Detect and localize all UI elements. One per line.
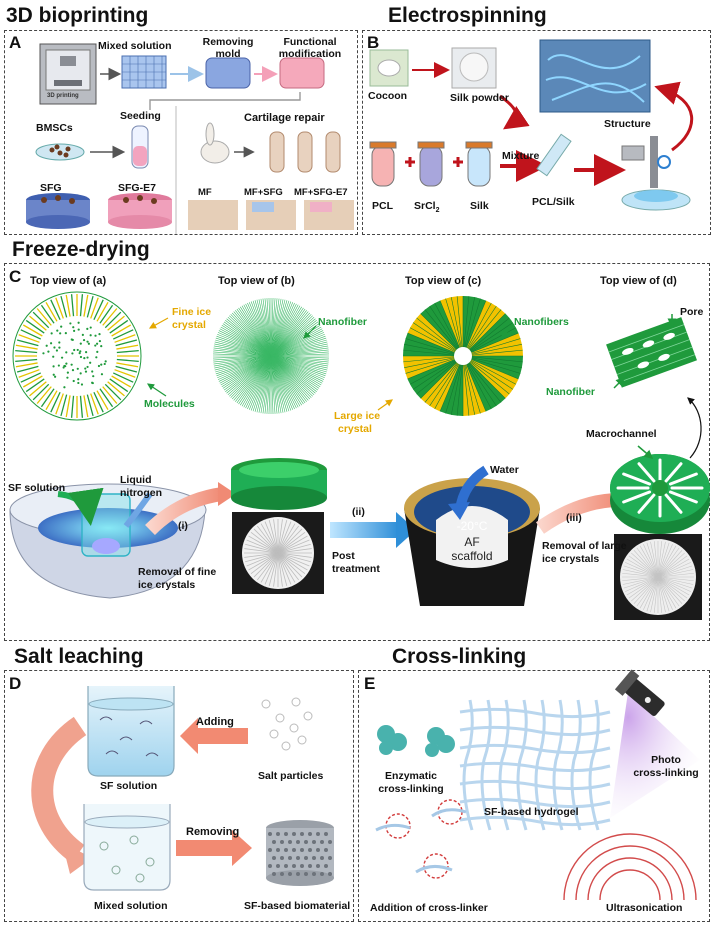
label-srcl2-sub: 2 bbox=[436, 207, 440, 214]
label-treatment: treatment bbox=[332, 563, 380, 575]
label-step-i: (i) bbox=[178, 520, 188, 532]
label-mf-sfg-e7: MF+SFG-E7 bbox=[294, 187, 348, 199]
label-srcl2-base: SrCl bbox=[414, 200, 436, 212]
panel-letter-a: A bbox=[9, 34, 21, 52]
label-water: Water bbox=[490, 464, 519, 476]
label-temperature: -20°C bbox=[438, 520, 506, 532]
label-srcl2: SrCl2 bbox=[414, 200, 440, 217]
panel-d-art bbox=[42, 686, 334, 890]
printer-label: 3D printing bbox=[47, 90, 79, 102]
panel-letter-e: E bbox=[364, 675, 375, 693]
label-pcl-silk: PCL/Silk bbox=[532, 196, 575, 208]
label-addition-cross-linker: Addition of cross-linker bbox=[370, 902, 488, 914]
label-mixed-solution-d: Mixed solution bbox=[94, 900, 168, 912]
label-cocoon: Cocoon bbox=[368, 90, 407, 102]
label-cartilage-repair: Cartilage repair bbox=[244, 112, 325, 124]
label-top-view-c: Top view of (c) bbox=[405, 275, 481, 287]
label-removing-mold: Removing mold bbox=[196, 36, 260, 60]
label-enzymatic: Enzymatic bbox=[366, 770, 456, 782]
label-sf-based-hydrogel: SF-based hydrogel bbox=[484, 806, 579, 818]
panel-letter-b: B bbox=[367, 34, 379, 52]
label-af: AF bbox=[438, 536, 506, 548]
label-large-ice-2: crystal bbox=[338, 423, 372, 435]
label-macrochannel: Macrochannel bbox=[586, 428, 657, 440]
label-removal-fine-2: ice crystals bbox=[138, 579, 195, 591]
label-adding: Adding bbox=[196, 716, 234, 728]
label-top-view-d: Top view of (d) bbox=[600, 275, 677, 287]
label-mf-sfg: MF+SFG bbox=[244, 187, 283, 199]
panel-a-art bbox=[26, 44, 354, 234]
label-seeding: Seeding bbox=[120, 110, 161, 122]
label-silk: Silk bbox=[470, 200, 489, 212]
label-silk-powder: Silk powder bbox=[450, 92, 509, 104]
label-mixture: Mixture bbox=[502, 150, 539, 162]
label-salt-particles: Salt particles bbox=[258, 770, 323, 782]
label-molecules: Molecules bbox=[144, 398, 195, 410]
label-liquid: Liquid bbox=[120, 474, 152, 486]
label-scaffold: scaffold bbox=[438, 550, 506, 562]
label-mf: MF bbox=[198, 187, 212, 199]
label-fine-ice-2: crystal bbox=[172, 319, 206, 331]
label-sfg: SFG bbox=[40, 182, 62, 194]
label-step-iii: (iii) bbox=[566, 512, 582, 524]
label-photo: Photo bbox=[626, 754, 706, 766]
label-enzymatic-cross-linking: cross-linking bbox=[366, 783, 456, 795]
label-structure: Structure bbox=[604, 118, 651, 130]
label-top-view-b: Top view of (b) bbox=[218, 275, 295, 287]
label-top-view-a: Top view of (a) bbox=[30, 275, 106, 287]
label-sf-solution-d: SF solution bbox=[100, 780, 157, 792]
label-removal-large-1: Removal of large bbox=[542, 540, 627, 552]
label-sfg-e7: SFG-E7 bbox=[118, 182, 156, 194]
label-nanofibers-c: Nanofibers bbox=[514, 316, 569, 328]
label-nitrogen: nitrogen bbox=[120, 487, 162, 499]
label-photo-cross-linking: cross-linking bbox=[626, 767, 706, 779]
panel-letter-d: D bbox=[9, 675, 21, 693]
label-step-ii: (ii) bbox=[352, 506, 365, 518]
label-pore: Pore bbox=[680, 306, 703, 318]
label-sf-solution-c: SF solution bbox=[8, 482, 65, 494]
label-sf-biomaterial: SF-based biomaterial bbox=[244, 900, 350, 912]
label-removal-large-2: ice crystals bbox=[542, 553, 599, 565]
label-ultrasonication: Ultrasonication bbox=[606, 902, 682, 914]
label-mixed-solution-a: Mixed solution bbox=[98, 40, 172, 52]
label-fine-ice-1: Fine ice bbox=[172, 306, 211, 318]
label-bmscs: BMSCs bbox=[36, 122, 73, 134]
label-post: Post bbox=[332, 550, 355, 562]
label-large-ice-1: Large ice bbox=[334, 410, 380, 422]
label-removal-fine-1: Removal of fine bbox=[138, 566, 216, 578]
label-nanofiber-b: Nanofiber bbox=[318, 316, 367, 328]
label-removing: Removing bbox=[186, 826, 239, 838]
label-pcl: PCL bbox=[372, 200, 393, 212]
label-functional-modification: Functional modification bbox=[272, 36, 348, 60]
panel-letter-c: C bbox=[9, 268, 21, 286]
label-nanofiber-d: Nanofiber bbox=[546, 386, 595, 398]
